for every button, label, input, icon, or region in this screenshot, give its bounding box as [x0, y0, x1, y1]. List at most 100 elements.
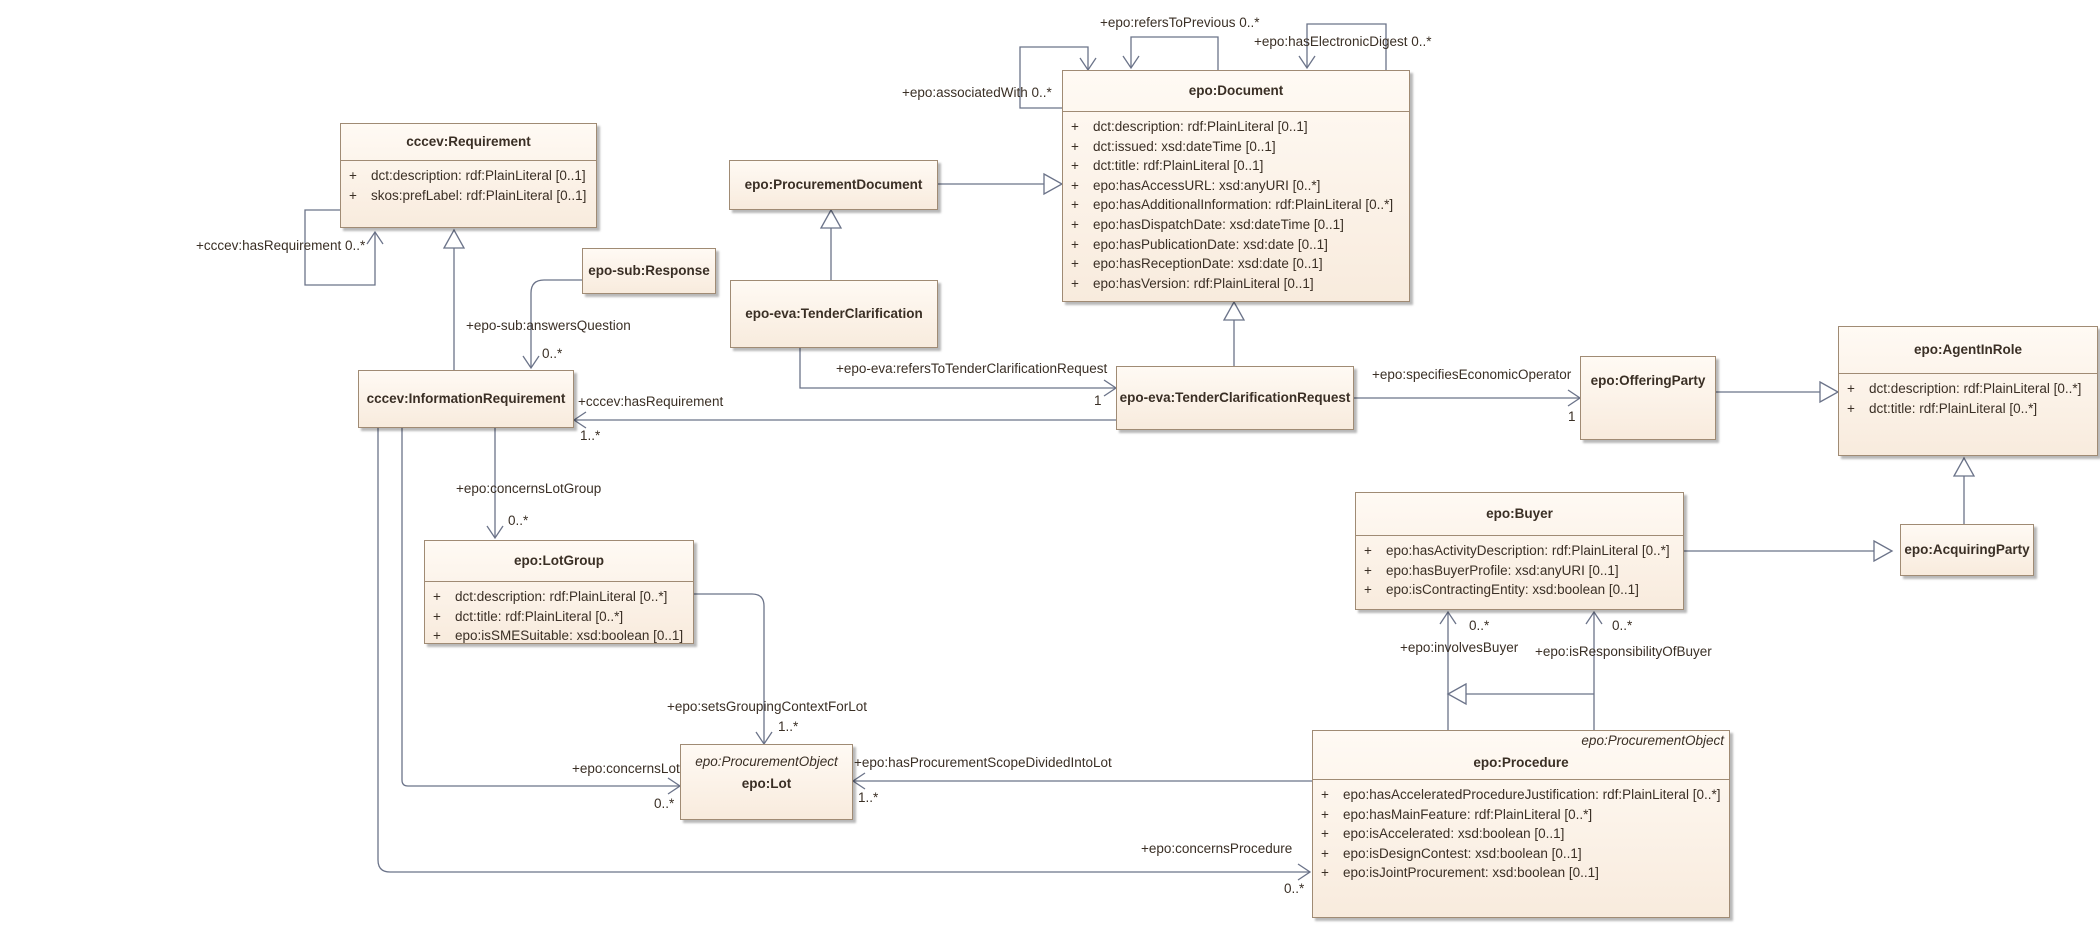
class-title: epo:Lot [741, 776, 792, 791]
label-specifies-eo-multiplicity: 1 [1568, 409, 1576, 424]
class-name: epo:OfferingParty [1590, 373, 1706, 388]
arrowhead [572, 411, 587, 429]
class-attribute: dct:title: rdf:PlainLiteral [0..1] [1063, 156, 1409, 176]
class-agent-in-role[interactable]: epo:AgentInRole dct:description: rdf:Pla… [1838, 326, 2098, 456]
class-name: epo:AgentInRole [1914, 342, 2022, 357]
class-stereotype: epo:ProcurementObject [695, 754, 838, 769]
class-attributes: epo:hasActivityDescription: rdf:PlainLit… [1356, 535, 1683, 600]
arrowhead [1297, 863, 1312, 881]
label-scope-divided-multiplicity: 1..* [858, 790, 879, 805]
class-attribute: epo:hasBuyerProfile: xsd:anyURI [0..1] [1356, 561, 1683, 581]
label-responsibility-multiplicity: 0..* [1612, 618, 1633, 633]
class-attribute: epo:hasMainFeature: rdf:PlainLiteral [0.… [1313, 805, 1729, 825]
class-buyer[interactable]: epo:Buyer epo:hasActivityDescription: rd… [1355, 492, 1684, 610]
label-specifies-economic-operator: +epo:specifiesEconomicOperator [1372, 367, 1572, 382]
class-attribute: dct:description: rdf:PlainLiteral [0..1] [341, 166, 596, 186]
label-involves-buyer: +epo:involvesBuyer [1400, 640, 1519, 655]
class-name: epo:Document [1188, 83, 1284, 98]
class-procedure[interactable]: epo:ProcurementObject epo:Procedure epo:… [1312, 730, 1730, 918]
assoc-concerns-lot [401, 428, 680, 787]
class-name: epo:LotGroup [514, 553, 604, 568]
generalization-triangle [819, 208, 843, 229]
class-attribute: epo:hasDispatchDate: xsd:dateTime [0..1] [1063, 215, 1409, 235]
assoc-refers-to-previous [1130, 36, 1219, 72]
class-attribute: epo:hasPublicationDate: xsd:date [0..1] [1063, 235, 1409, 255]
label-sets-grouping-multiplicity: 1..* [778, 719, 799, 734]
class-attribute: epo:hasAdditionalInformation: rdf:PlainL… [1063, 195, 1409, 215]
class-attribute: dct:title: rdf:PlainLiteral [0..*] [1839, 399, 2097, 419]
arrowhead [851, 772, 866, 790]
generalization-triangle [1819, 380, 1840, 404]
arrowhead [486, 525, 504, 540]
class-attributes: dct:description: rdf:PlainLiteral [0..1]… [341, 160, 596, 205]
class-name: epo:ProcurementObject epo:Lot [681, 745, 852, 819]
class-lot-group[interactable]: epo:LotGroup dct:description: rdf:PlainL… [424, 540, 694, 646]
arrowhead [522, 355, 540, 370]
label-concerns-lot-group: +epo:concernsLotGroup [456, 481, 602, 496]
label-concerns-procedure: +epo:concernsProcedure [1141, 841, 1293, 856]
class-attribute: epo:hasReceptionDate: xsd:date [0..1] [1063, 254, 1409, 274]
generalization-triangle [1222, 300, 1246, 321]
class-name: epo:ProcurementDocument [744, 177, 923, 192]
label-concerns-lot: +epo:concernsLot [572, 761, 680, 776]
arrowhead [1298, 55, 1316, 70]
class-attribute: epo:hasAcceleratedProcedureJustification… [1313, 785, 1729, 805]
label-has-electronic-digest: +epo:hasElectronicDigest 0..* [1254, 34, 1432, 49]
class-attribute: epo:isJointProcurement: xsd:boolean [0..… [1313, 863, 1729, 883]
label-sets-grouping-context-for-lot: +epo:setsGroupingContextForLot [667, 699, 867, 714]
class-acquiring-party[interactable]: epo:AcquiringParty [1900, 524, 2034, 576]
assoc-has-requirement-self [304, 209, 376, 286]
class-attribute: dct:description: rdf:PlainLiteral [0..1] [1063, 117, 1409, 137]
class-offering-party[interactable]: epo:OfferingParty [1580, 356, 1716, 440]
class-attribute: dct:title: rdf:PlainLiteral [0..*] [425, 607, 693, 627]
label-refers-to-tcr-multiplicity: 1 [1094, 393, 1102, 408]
class-name: epo-eva:TenderClarificationRequest [1119, 390, 1351, 405]
class-attribute: epo:hasActivityDescription: rdf:PlainLit… [1356, 541, 1683, 561]
class-attribute: epo:isContractingEntity: xsd:boolean [0.… [1356, 580, 1683, 600]
label-refers-to-tcr: +epo-eva:refersToTenderClarificationRequ… [836, 361, 1108, 376]
label-has-requirement-self: +cccev:hasRequirement 0..* [196, 238, 366, 253]
class-attributes: dct:description: rdf:PlainLiteral [0..*]… [1839, 373, 2097, 418]
class-procurement-document[interactable]: epo:ProcurementDocument [729, 160, 938, 210]
assoc-associated-with [1019, 46, 1089, 109]
class-attribute: dct:description: rdf:PlainLiteral [0..*] [425, 587, 693, 607]
class-lot[interactable]: epo:ProcurementObject epo:Lot [680, 744, 853, 820]
label-is-responsibility-of-buyer: +epo:isResponsibilityOfBuyer [1535, 644, 1712, 659]
class-tender-clarification-request[interactable]: epo-eva:TenderClarificationRequest [1116, 366, 1354, 430]
label-refers-to-previous: +epo:refersToPrevious 0..* [1100, 15, 1260, 30]
generalization-triangle [1873, 539, 1894, 563]
class-attribute: skos:prefLabel: rdf:PlainLiteral [0..1] [341, 186, 596, 206]
class-name: epo:ProcurementObject epo:Procedure [1313, 731, 1729, 779]
label-concerns-lot-group-multiplicity: 0..* [508, 513, 529, 528]
class-attribute: epo:hasAccessURL: xsd:anyURI [0..*] [1063, 176, 1409, 196]
label-concerns-procedure-multiplicity: 0..* [1284, 881, 1305, 896]
class-response[interactable]: epo-sub:Response [582, 248, 716, 294]
label-answers-question: +epo-sub:answersQuestion [466, 318, 631, 333]
arrowhead [1122, 55, 1140, 70]
arrowhead [1439, 610, 1457, 625]
arrowhead [1585, 610, 1603, 625]
class-name: epo:AcquiringParty [1904, 542, 2030, 557]
class-attribute: dct:issued: xsd:dateTime [0..1] [1063, 137, 1409, 157]
generalization-triangle [442, 228, 466, 249]
class-information-requirement[interactable]: cccev:InformationRequirement [358, 370, 574, 428]
class-tender-clarification[interactable]: epo-eva:TenderClarification [730, 280, 938, 348]
generalization-triangle [1043, 172, 1064, 196]
class-attributes: epo:hasAcceleratedProcedureJustification… [1313, 779, 1729, 883]
label-has-procurement-scope-divided-into-lot: +epo:hasProcurementScopeDividedIntoLot [854, 755, 1112, 770]
arrowhead [366, 230, 384, 245]
label-concerns-lot-multiplicity: 0..* [654, 796, 675, 811]
assoc-answers-question [530, 279, 582, 368]
class-document[interactable]: epo:Document dct:description: rdf:PlainL… [1062, 70, 1410, 302]
class-requirement[interactable]: cccev:Requirement dct:description: rdf:P… [340, 123, 597, 228]
class-name: epo:Buyer [1486, 506, 1553, 521]
assoc-concerns-procedure [377, 428, 1310, 873]
class-attributes: dct:description: rdf:PlainLiteral [0..*]… [425, 581, 693, 646]
class-attribute: epo:isDesignContest: xsd:boolean [0..1] [1313, 844, 1729, 864]
class-name: cccev:InformationRequirement [366, 391, 566, 406]
generalization-triangle [1446, 682, 1467, 706]
label-has-requirement-multiplicity: 1..* [580, 428, 601, 443]
class-attribute: dct:description: rdf:PlainLiteral [0..*] [1839, 379, 2097, 399]
class-title: epo:Procedure [1473, 755, 1569, 770]
